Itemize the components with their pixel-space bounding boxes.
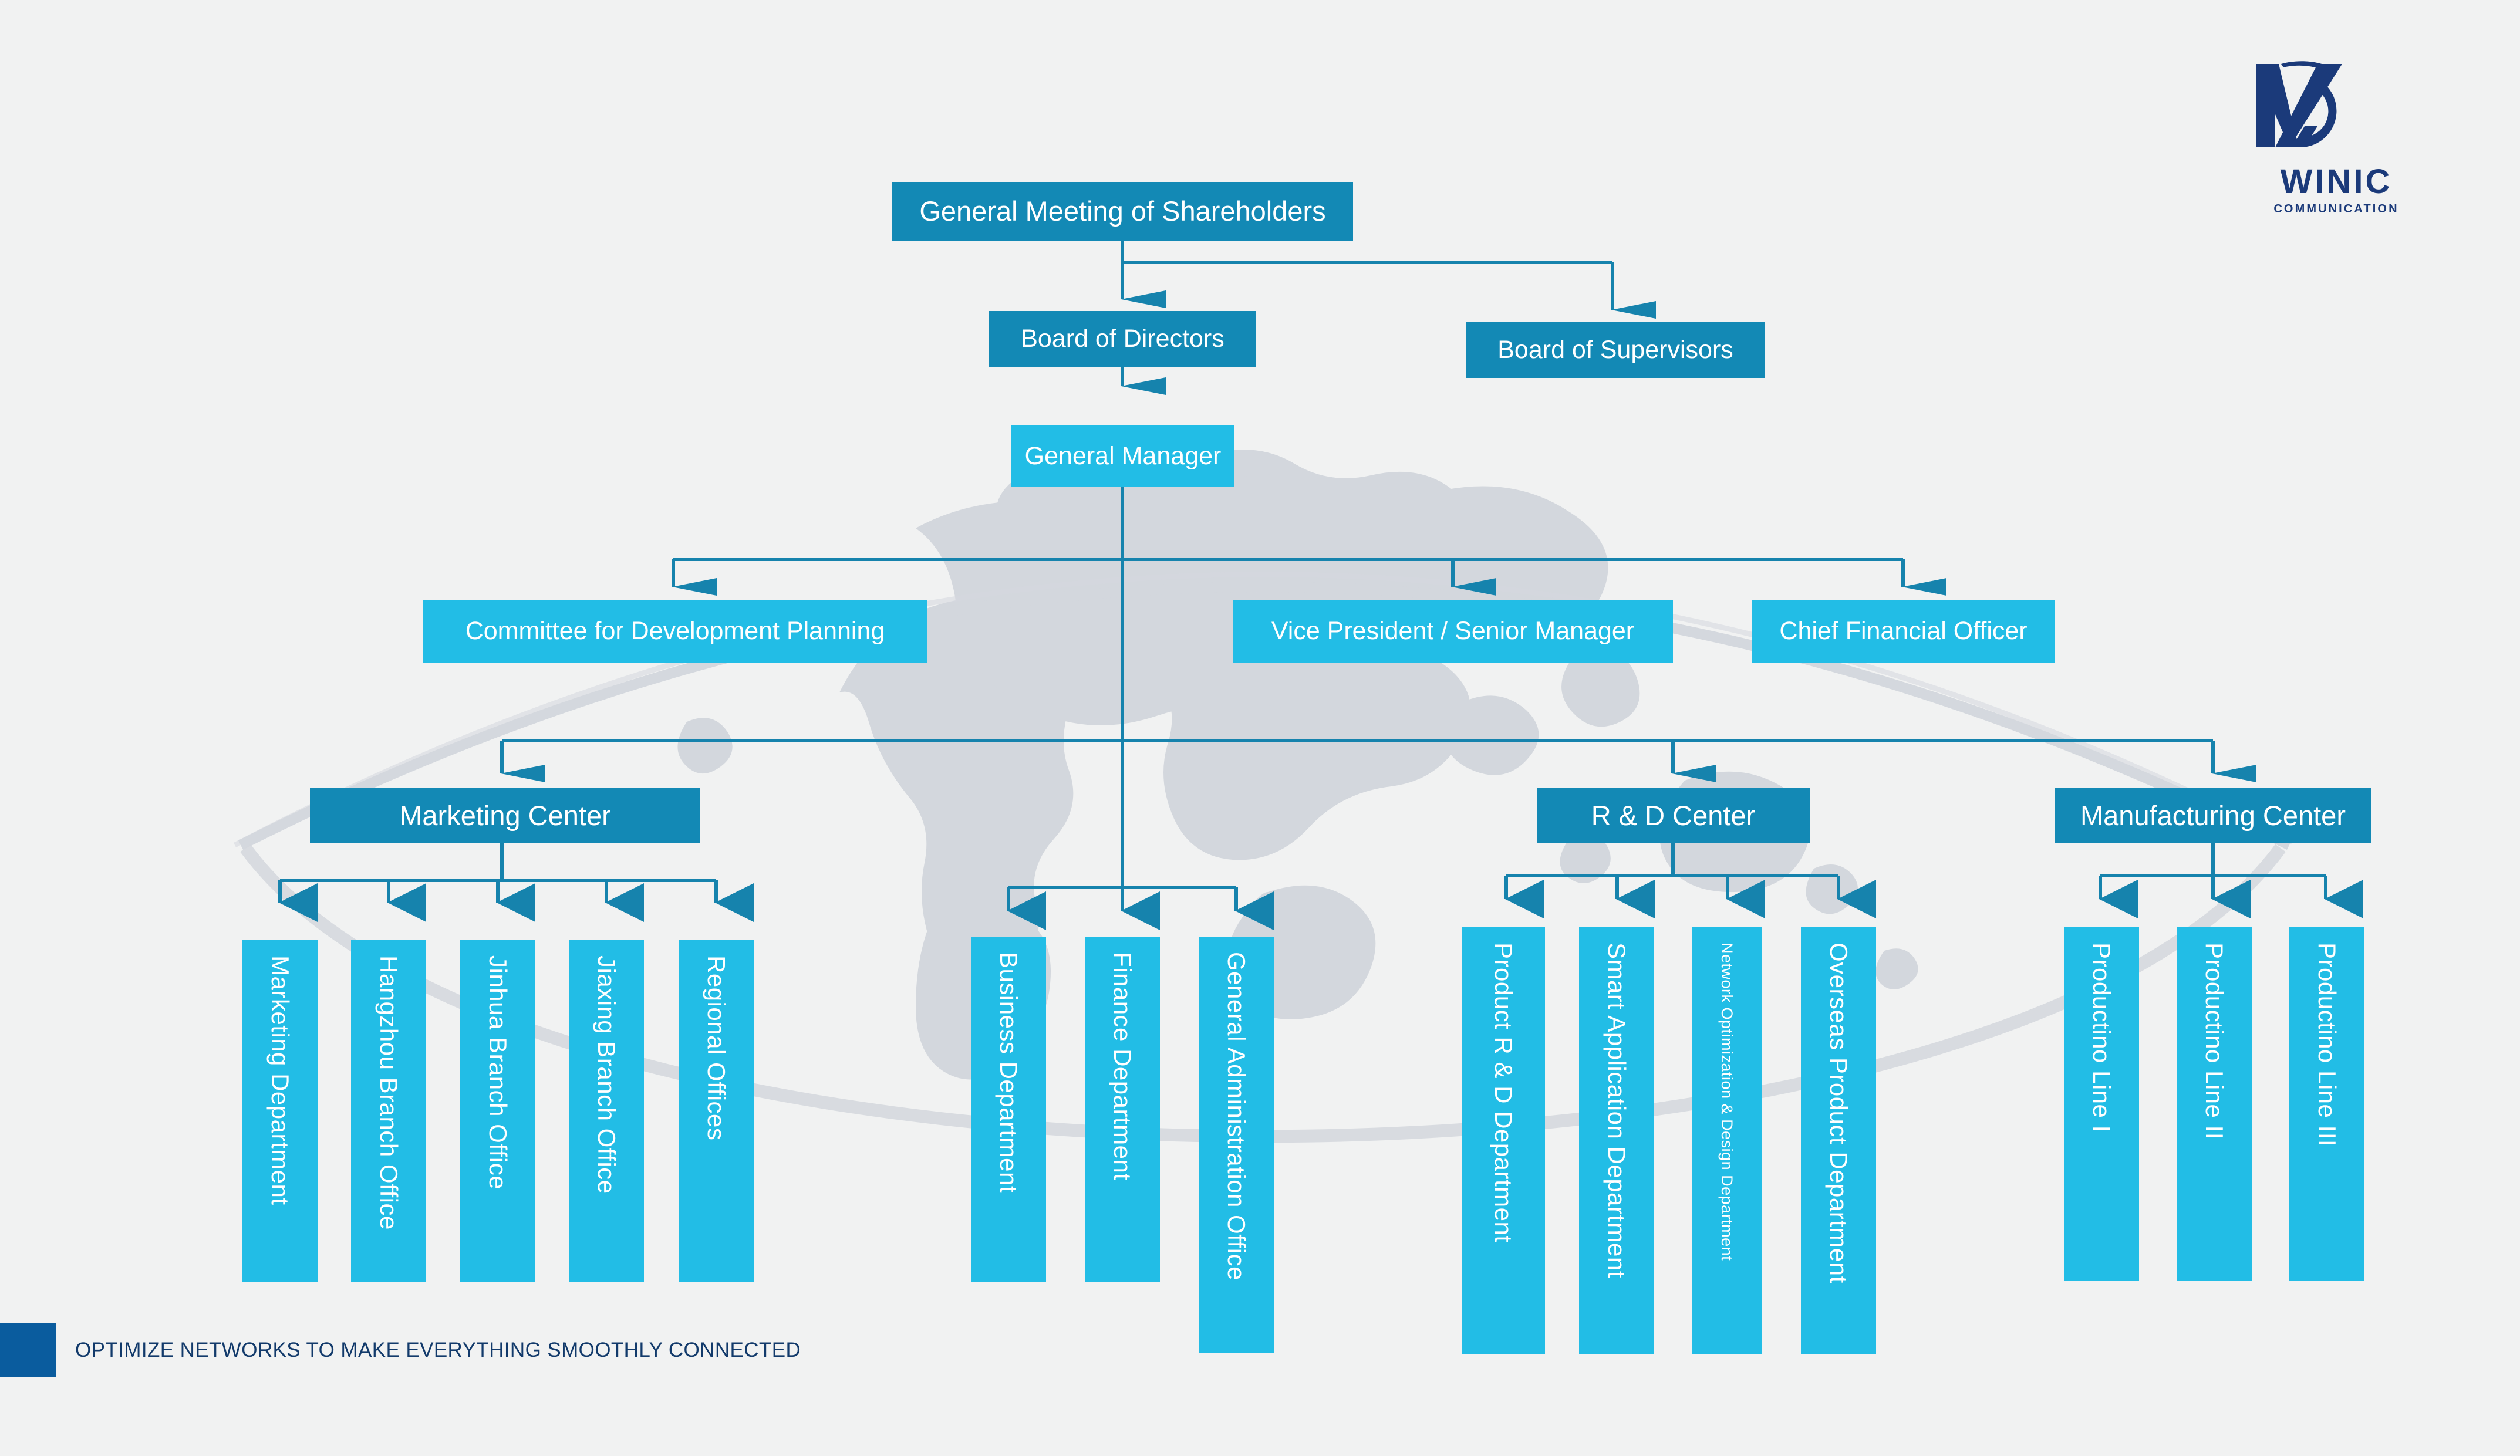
node-jinhua-branch-office[interactable]: Jinhua Branch Office: [460, 940, 535, 1282]
node-label: Productino Line III: [2313, 942, 2342, 1147]
node-productino-line-3[interactable]: Productino Line III: [2289, 927, 2364, 1281]
footer-tagline-bar: OPTIMIZE NETWORKS TO MAKE EVERYTHING SMO…: [0, 1323, 801, 1377]
node-network-optimization-design-department[interactable]: Network Optimization & Design Department: [1692, 927, 1762, 1354]
node-productino-line-2[interactable]: Productino Line II: [2177, 927, 2252, 1281]
node-vice-president-senior-manager[interactable]: Vice President / Senior Manager: [1233, 600, 1673, 663]
node-board-of-directors[interactable]: Board of Directors: [989, 311, 1256, 367]
node-label: Productino Line II: [2201, 942, 2229, 1140]
node-general-meeting-of-shareholders[interactable]: General Meeting of Shareholders: [892, 182, 1353, 241]
node-label: Overseas Product Department: [1825, 942, 1853, 1283]
node-finance-department[interactable]: Finance Department: [1085, 937, 1160, 1282]
node-manufacturing-center[interactable]: Manufacturing Center: [2055, 788, 2371, 843]
node-hangzhou-branch-office[interactable]: Hangzhou Branch Office: [351, 940, 426, 1282]
node-general-administration-office[interactable]: General Administration Office: [1199, 937, 1274, 1353]
node-business-department[interactable]: Business Department: [971, 937, 1046, 1282]
node-product-rd-department[interactable]: Product R & D Department: [1462, 927, 1545, 1354]
node-label: Productino Line I: [2088, 942, 2116, 1133]
node-marketing-center[interactable]: Marketing Center: [310, 788, 700, 843]
node-label: Product R & D Department: [1490, 942, 1518, 1243]
node-label: Finance Department: [1109, 952, 1137, 1181]
node-label: General Administration Office: [1223, 952, 1251, 1281]
node-label: Smart Application Department: [1603, 942, 1631, 1278]
node-regional-offices[interactable]: Regional Offices: [679, 940, 754, 1282]
node-label: Jiaxing Branch Office: [593, 955, 621, 1194]
node-label: Business Department: [995, 952, 1023, 1194]
node-label: Hangzhou Branch Office: [375, 955, 403, 1230]
brand-name: WINIC: [2280, 163, 2393, 201]
node-committee-for-development-planning[interactable]: Committee for Development Planning: [423, 600, 927, 663]
footer-accent-swatch: [0, 1323, 56, 1377]
node-productino-line-1[interactable]: Productino Line I: [2064, 927, 2139, 1281]
node-rd-center[interactable]: R & D Center: [1537, 788, 1810, 843]
brand-logo: WINIC COMMUNICATION: [2248, 56, 2424, 215]
node-label: Marketing Department: [266, 955, 295, 1205]
node-board-of-supervisors[interactable]: Board of Supervisors: [1466, 322, 1765, 378]
winic-w-swoosh-logo-icon: [2256, 61, 2342, 147]
footer-tagline-text: OPTIMIZE NETWORKS TO MAKE EVERYTHING SMO…: [75, 1339, 801, 1362]
node-label: Regional Offices: [703, 955, 731, 1141]
node-overseas-product-department[interactable]: Overseas Product Department: [1801, 927, 1876, 1354]
node-chief-financial-officer[interactable]: Chief Financial Officer: [1752, 600, 2055, 663]
node-smart-application-department[interactable]: Smart Application Department: [1579, 927, 1654, 1354]
node-label: Jinhua Branch Office: [484, 955, 512, 1190]
node-jiaxing-branch-office[interactable]: Jiaxing Branch Office: [569, 940, 644, 1282]
node-marketing-department[interactable]: Marketing Department: [242, 940, 318, 1282]
node-general-manager[interactable]: General Manager: [1011, 425, 1234, 487]
brand-subtitle: COMMUNICATION: [2273, 202, 2399, 215]
node-label: Network Optimization & Design Department: [1718, 942, 1736, 1261]
